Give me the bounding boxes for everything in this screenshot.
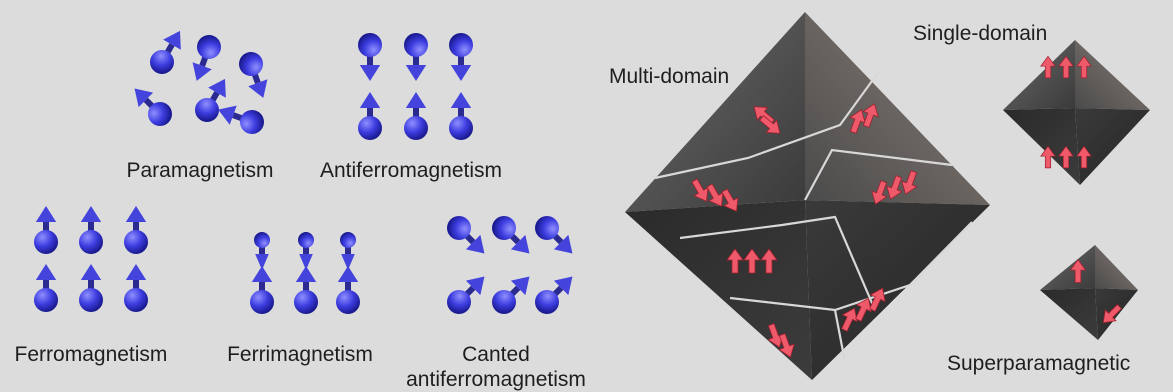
spin-icon [218,105,264,134]
spin-icon [449,92,473,140]
spin-icon [449,33,473,81]
spin-icon [124,264,148,312]
crystal-face-upper-left [625,12,805,212]
red-arrow-icon [1076,55,1092,79]
red-arrow-icon [1102,304,1122,324]
red-arrow-icon [759,115,781,134]
spin-icon [447,216,485,254]
spin-icon [79,206,103,254]
red-arrow-icon [760,248,778,274]
red-arrow-icon [869,287,886,312]
spin-icon [250,266,274,314]
spin-icon [294,266,318,314]
spin-icon [150,30,181,74]
spin-icon [535,216,573,254]
red-arrow-icon [721,188,739,212]
spin-icon [492,276,530,314]
spin-icon [124,206,148,254]
spin-icon [195,78,226,122]
red-arrow-icon [901,170,918,195]
red-arrow-icon [1040,55,1056,79]
red-arrow-icon [841,307,858,332]
red-arrow-icon [1058,55,1074,79]
red-arrow-icon [1076,145,1092,169]
spin-icon [336,266,360,314]
spin-icon [340,232,356,270]
red-arrow-icon [743,248,761,274]
spin-icon [34,264,58,312]
label-superparamagnetic: Superparamagnetic [947,352,1130,375]
spin-icon [447,276,485,314]
spin-icon [492,216,530,254]
multi-domain-crystal [625,12,990,380]
label-canted-line2: antiferromagnetism [406,368,586,391]
spin-icon [134,88,172,126]
domain-moment-arrows [691,55,1122,358]
spin-icon [404,33,428,81]
spin-icon [298,232,314,270]
red-arrow-icon [1040,145,1056,169]
red-arrow-icon [886,175,903,200]
spin-icon [34,206,58,254]
single-domain-crystal [1003,40,1150,185]
label-multi-domain: Multi-domain [609,65,729,88]
spin-icon [254,232,270,270]
label-canted-line1: Canted [462,343,530,366]
red-arrow-icon [855,297,872,322]
spin-icon [404,92,428,140]
spin-groups [34,30,573,314]
red-arrow-icon [726,248,744,274]
red-arrow-icon [1058,145,1074,169]
label-paramagnetism: Paramagnetism [126,159,273,182]
spin-icon [535,276,573,314]
red-arrow-icon [1069,259,1087,283]
label-single-domain: Single-domain [913,22,1047,45]
crystal-face-lower-left [625,200,812,380]
spin-icon [358,33,382,81]
red-arrow-icon [871,180,888,205]
label-ferrimagnetism: Ferrimagnetism [227,343,373,366]
spin-icon [239,52,268,98]
spin-icon [79,264,103,312]
red-arrow-icon [753,106,775,125]
red-arrow-icon [778,333,795,358]
spin-icon [192,35,221,81]
red-arrow-icon [862,103,879,128]
superparamagnetic-crystal [1040,245,1138,340]
spin-icon [358,92,382,140]
label-ferromagnetism: Ferromagnetism [15,343,168,366]
domain-boundaries [654,69,973,363]
crystal-face-upper-right [805,12,990,205]
label-antiferromagnetism: Antiferromagnetism [320,159,502,182]
